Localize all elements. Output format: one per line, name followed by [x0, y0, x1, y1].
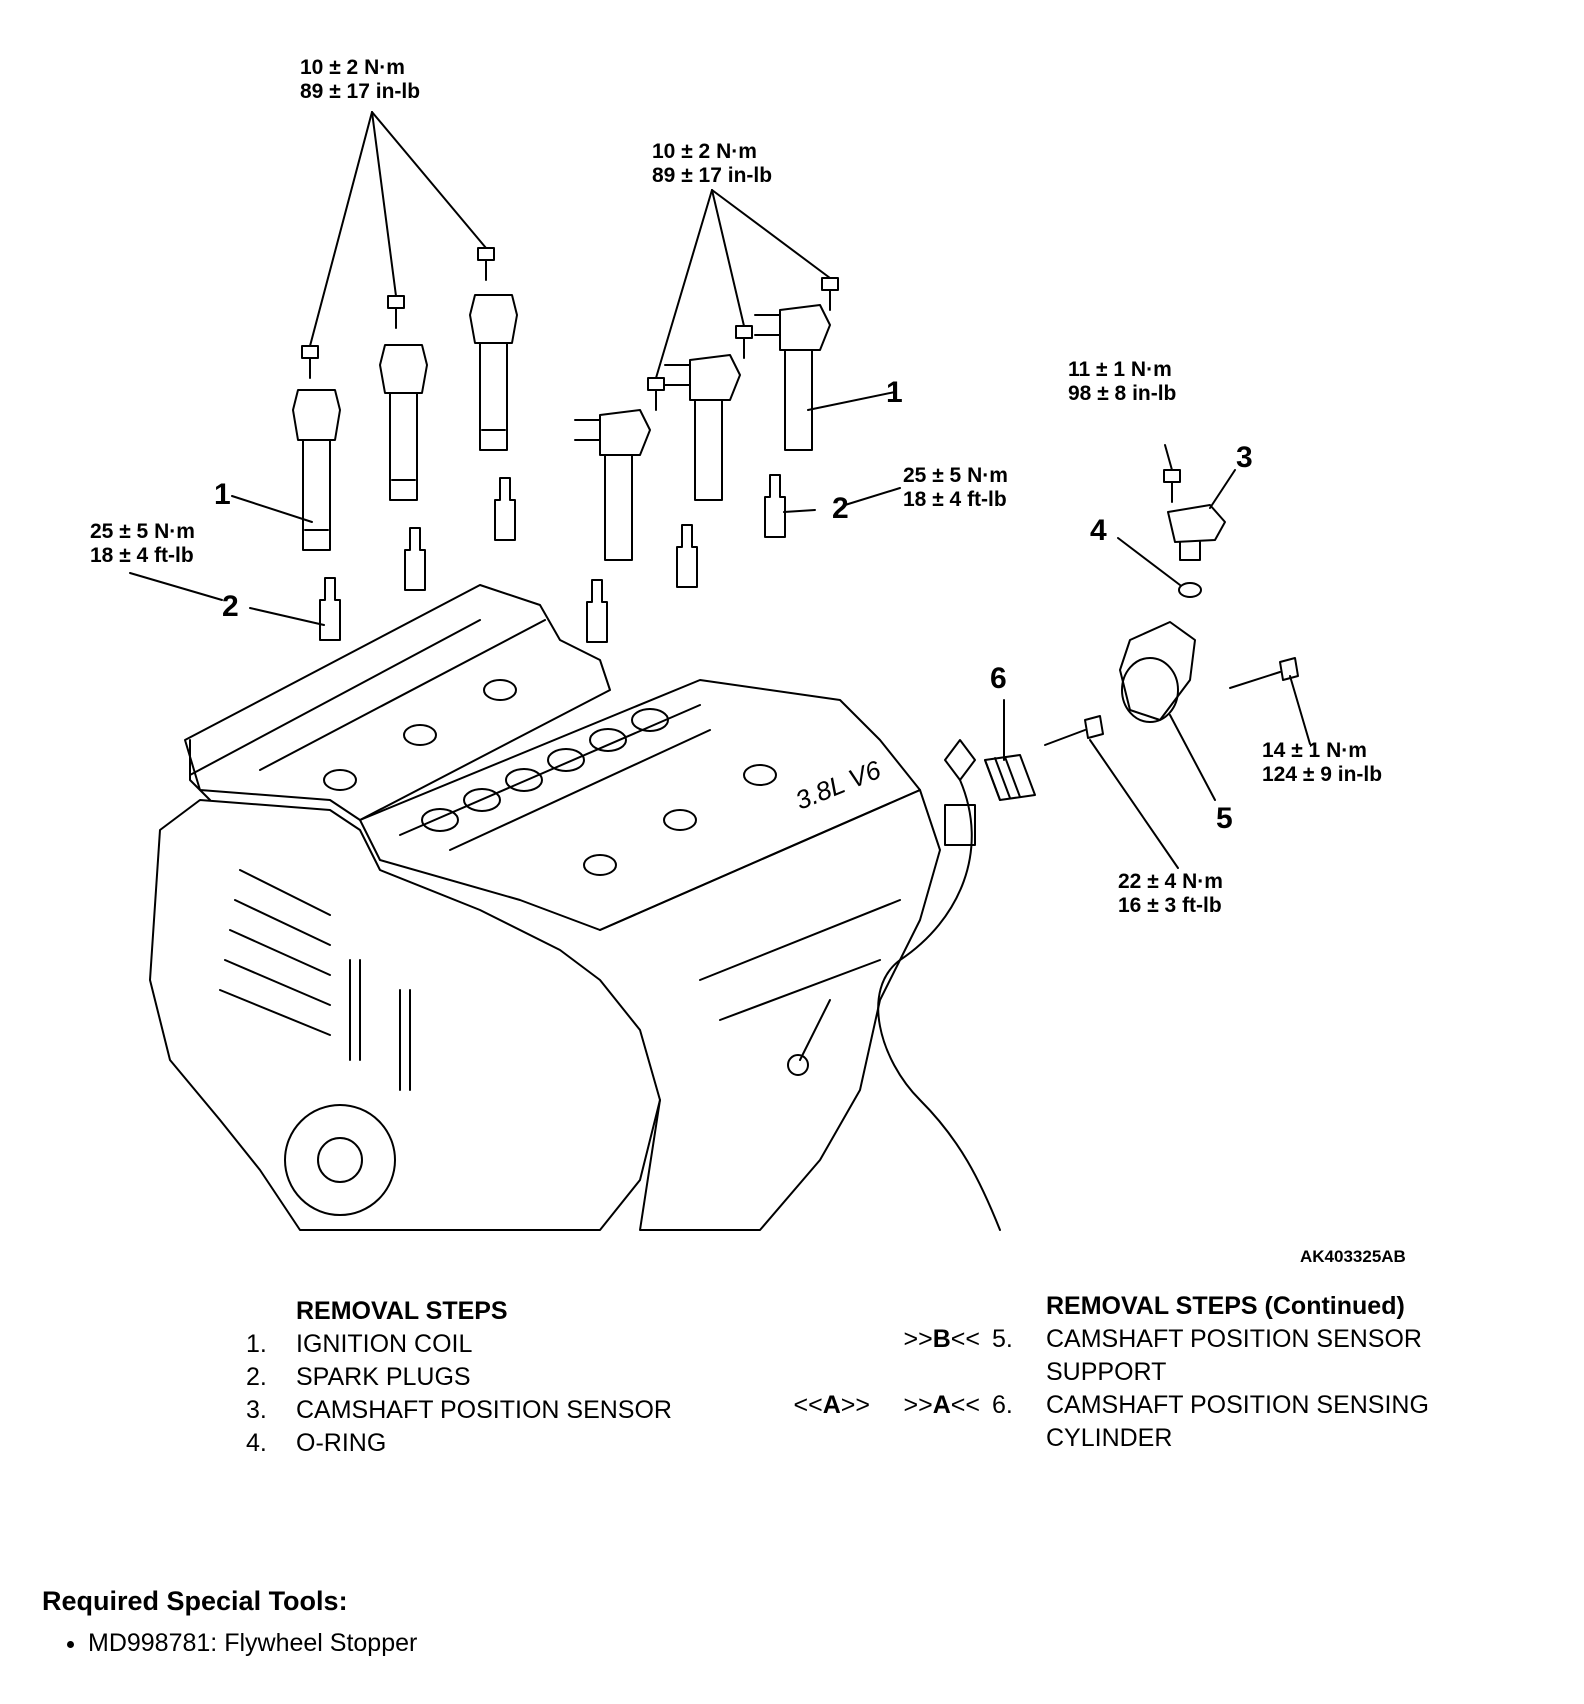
ignition-coil	[664, 354, 741, 501]
torque-label: 14 ± 1 N·m	[1262, 739, 1367, 762]
list-item: CYLINDER	[780, 1422, 1540, 1455]
spark-plug	[494, 477, 516, 541]
torque-label: 25 ± 5 N·m	[90, 520, 195, 543]
torque-label: 16 ± 3 ft-lb	[1118, 894, 1222, 917]
callout-number: 2	[832, 492, 849, 525]
procedure-mark: >>A<<	[903, 1391, 980, 1419]
step-number: 4.	[246, 1429, 267, 1457]
ignition-coil	[754, 304, 831, 451]
spark-plug	[319, 577, 341, 641]
removal-steps-continued-heading: REMOVAL STEPS (Continued)	[1046, 1292, 1405, 1320]
special-tools: Required Special Tools: MD998781: Flywhe…	[42, 1586, 417, 1658]
callout-number: 4	[1090, 514, 1107, 547]
list-item: >>B<< 5. CAMSHAFT POSITION SENSOR	[780, 1323, 1540, 1356]
callout-number: 2	[222, 590, 239, 623]
support-bolt	[1229, 657, 1299, 689]
ignition-coil	[574, 409, 651, 561]
special-tools-title: Required Special Tools:	[42, 1586, 348, 1616]
torque-label: 25 ± 5 N·m	[903, 464, 1008, 487]
torque-label: 124 ± 9 in-lb	[1262, 763, 1382, 786]
o-ring	[1178, 582, 1202, 598]
step-number: 2.	[246, 1363, 267, 1391]
step-text: O-RING	[296, 1429, 387, 1457]
callout-number: 3	[1236, 441, 1253, 474]
list-item: 3. CAMSHAFT POSITION SENSOR	[246, 1394, 766, 1427]
camshaft-position-sensing-cylinder	[984, 754, 1036, 801]
step-text: CAMSHAFT POSITION SENSOR	[296, 1396, 672, 1424]
ignition-coil	[292, 389, 341, 551]
camshaft-position-sensor-support	[1119, 621, 1196, 723]
procedure-mark: <<A>>	[793, 1391, 870, 1419]
list-item: <<A>> >>A<< 6. CAMSHAFT POSITION SENSING	[780, 1389, 1540, 1422]
step-text: SPARK PLUGS	[296, 1363, 471, 1391]
sensor-bolt	[1163, 469, 1181, 503]
callout-number: 1	[886, 376, 903, 409]
torque-label: 18 ± 4 ft-lb	[903, 488, 1007, 511]
torque-label: 18 ± 4 ft-lb	[90, 544, 194, 567]
list-item: 4. O-RING	[246, 1427, 766, 1460]
removal-steps-continued: REMOVAL STEPS (Continued) >>B<< 5. CAMSH…	[780, 1290, 1540, 1455]
step-text: IGNITION COIL	[296, 1330, 473, 1358]
engine-badge: 3.8L V6	[791, 754, 885, 815]
step-text-continued: SUPPORT	[1046, 1358, 1167, 1386]
step-text: CAMSHAFT POSITION SENSING	[1046, 1391, 1429, 1419]
step-number: 5.	[992, 1325, 1013, 1353]
step-text: CAMSHAFT POSITION SENSOR	[1046, 1325, 1422, 1353]
step-number: 6.	[992, 1391, 1013, 1419]
removal-steps: REMOVAL STEPS 1. IGNITION COIL 2. SPARK …	[246, 1295, 766, 1460]
spark-plug	[586, 579, 608, 643]
spark-plug	[764, 474, 786, 538]
figure-id: AK403325AB	[1300, 1247, 1406, 1266]
list-item: MD998781: Flywheel Stopper	[88, 1629, 417, 1658]
special-tools-list: MD998781: Flywheel Stopper	[42, 1629, 417, 1658]
torque-label: 10 ± 2 N·m	[652, 140, 757, 163]
callout-number: 1	[214, 478, 231, 511]
removal-steps-heading: REMOVAL STEPS	[296, 1297, 508, 1325]
camshaft-position-sensor	[1167, 504, 1226, 561]
torque-label: 10 ± 2 N·m	[300, 56, 405, 79]
coil-bolt	[735, 325, 753, 359]
ignition-coil	[469, 294, 518, 451]
list-item: 2. SPARK PLUGS	[246, 1361, 766, 1394]
list-item: SUPPORT	[780, 1356, 1540, 1389]
exploded-view-diagram: 3.8L V6	[90, 56, 1406, 1266]
coil-bolt	[477, 247, 495, 281]
coil-bolt	[647, 377, 665, 411]
torque-label: 98 ± 8 in-lb	[1068, 382, 1176, 405]
step-number: 3.	[246, 1396, 267, 1424]
cylinder-bolt	[1044, 715, 1104, 746]
step-number: 1.	[246, 1330, 267, 1358]
step-text-continued: CYLINDER	[1046, 1424, 1173, 1452]
engine-block	[149, 584, 1001, 1231]
ignition-coil	[379, 344, 428, 501]
list-item: 1. IGNITION COIL	[246, 1328, 766, 1361]
coil-bolt	[821, 277, 839, 311]
coil-bolt	[301, 345, 319, 379]
coil-bolt	[387, 295, 405, 329]
torque-label: 11 ± 1 N·m	[1068, 358, 1172, 381]
callout-number: 6	[990, 662, 1007, 695]
procedure-mark: >>B<<	[903, 1325, 980, 1353]
torque-label: 89 ± 17 in-lb	[300, 80, 420, 103]
torque-label: 89 ± 17 in-lb	[652, 164, 772, 187]
spark-plug	[676, 524, 698, 588]
spark-plug	[404, 527, 426, 591]
callout-number: 5	[1216, 802, 1233, 835]
torque-label: 22 ± 4 N·m	[1118, 870, 1223, 893]
leader-lines	[129, 111, 1311, 869]
